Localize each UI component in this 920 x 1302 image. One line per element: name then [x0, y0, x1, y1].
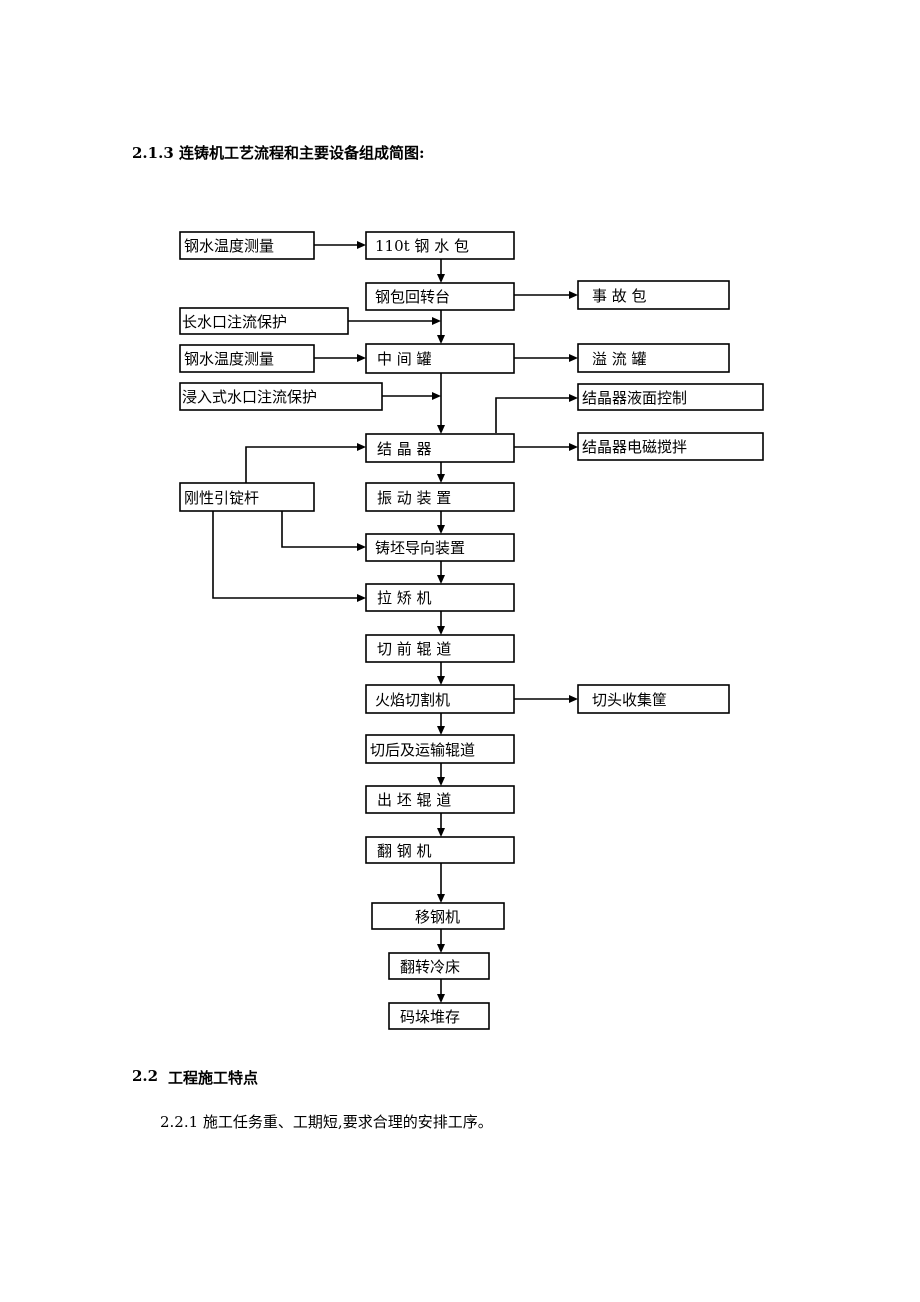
box-label: 码垛堆存 [400, 1008, 460, 1026]
box-label: 振 动 装 置 [377, 489, 451, 507]
box-label: 拉 矫 机 [377, 589, 432, 607]
box-ladle-turret: 钢包回转台 [365, 282, 515, 311]
box-label: 铸坯导向装置 [375, 539, 465, 557]
box-label: 结 晶 器 [377, 440, 432, 458]
box-tilter: 翻 钢 机 [365, 836, 515, 864]
box-discharge-roller-table: 出 坯 辊 道 [365, 785, 515, 814]
box-label: 钢水温度测量 [184, 237, 274, 255]
box-label: 长水口注流保护 [182, 313, 287, 331]
box-label: 刚性引锭杆 [184, 489, 259, 507]
box-withdrawal-straightener: 拉 矫 机 [365, 583, 515, 612]
box-label: 翻 钢 机 [377, 842, 432, 860]
box-sen-protection: 浸入式水口注流保护 [179, 382, 383, 411]
box-pre-cut-roller-table: 切 前 辊 道 [365, 634, 515, 663]
box-turnover-cooling-bed: 翻转冷床 [388, 952, 490, 980]
box-label: 切头收集筐 [592, 691, 667, 709]
box-torch-cutter: 火焰切割机 [365, 684, 515, 714]
box-strand-guide: 铸坯导向装置 [365, 533, 515, 562]
section-2-2-title: 工程施工特点 [168, 1069, 259, 1087]
box-ladle: 110t 钢 水 包 [365, 231, 515, 260]
box-oscillation-device: 振 动 装 置 [365, 482, 515, 512]
box-label: 火焰切割机 [375, 691, 450, 709]
box-emergency-ladle: 事 故 包 [577, 280, 730, 310]
box-label: 切 前 辊 道 [377, 640, 451, 658]
box-long-nozzle-protection: 长水口注流保护 [179, 307, 349, 335]
box-label: 翻转冷床 [400, 958, 460, 976]
box-mold-level-control: 结晶器液面控制 [577, 383, 764, 411]
box-label: 钢水温度测量 [184, 350, 274, 368]
box-label: 溢 流 罐 [592, 350, 647, 368]
box-crop-collection-basket: 切头收集筐 [577, 684, 730, 714]
box-mold-ems: 结晶器电磁搅拌 [577, 432, 764, 461]
box-piling-storage: 码垛堆存 [388, 1002, 490, 1030]
connector-lines [212, 241, 578, 1003]
paragraph-2-2-1: 2.2.1 施工任务重、工期短,要求合理的安排工序。 [160, 1113, 493, 1131]
box-label: 中 间 罐 [377, 350, 432, 368]
box-label: 110t 钢 水 包 [375, 237, 469, 255]
box-transfer-machine: 移钢机 [371, 902, 505, 930]
box-label: 切后及运输辊道 [370, 741, 475, 759]
box-overflow-tank: 溢 流 罐 [577, 343, 730, 373]
box-mold: 结 晶 器 [365, 433, 515, 463]
box-label: 钢包回转台 [375, 288, 450, 306]
box-label: 结晶器电磁搅拌 [582, 438, 687, 456]
box-label: 出 坯 辊 道 [377, 791, 451, 809]
box-steel-temp-measure-1: 钢水温度测量 [179, 231, 315, 260]
box-label: 事 故 包 [592, 287, 647, 305]
box-post-cut-transport-roller: 切后及运输辊道 [365, 734, 515, 764]
section-2-1-3-heading: 2.1.3 连铸机工艺流程和主要设备组成简图: [132, 144, 425, 162]
box-label: 结晶器液面控制 [582, 389, 687, 407]
box-label: 浸入式水口注流保护 [182, 388, 317, 406]
section-2-2-number: 2.2 [132, 1067, 159, 1085]
box-rigid-dummy-bar: 刚性引锭杆 [179, 482, 315, 512]
box-label: 移钢机 [415, 908, 460, 926]
box-tundish: 中 间 罐 [365, 343, 515, 374]
box-steel-temp-measure-2: 钢水温度测量 [179, 344, 315, 373]
